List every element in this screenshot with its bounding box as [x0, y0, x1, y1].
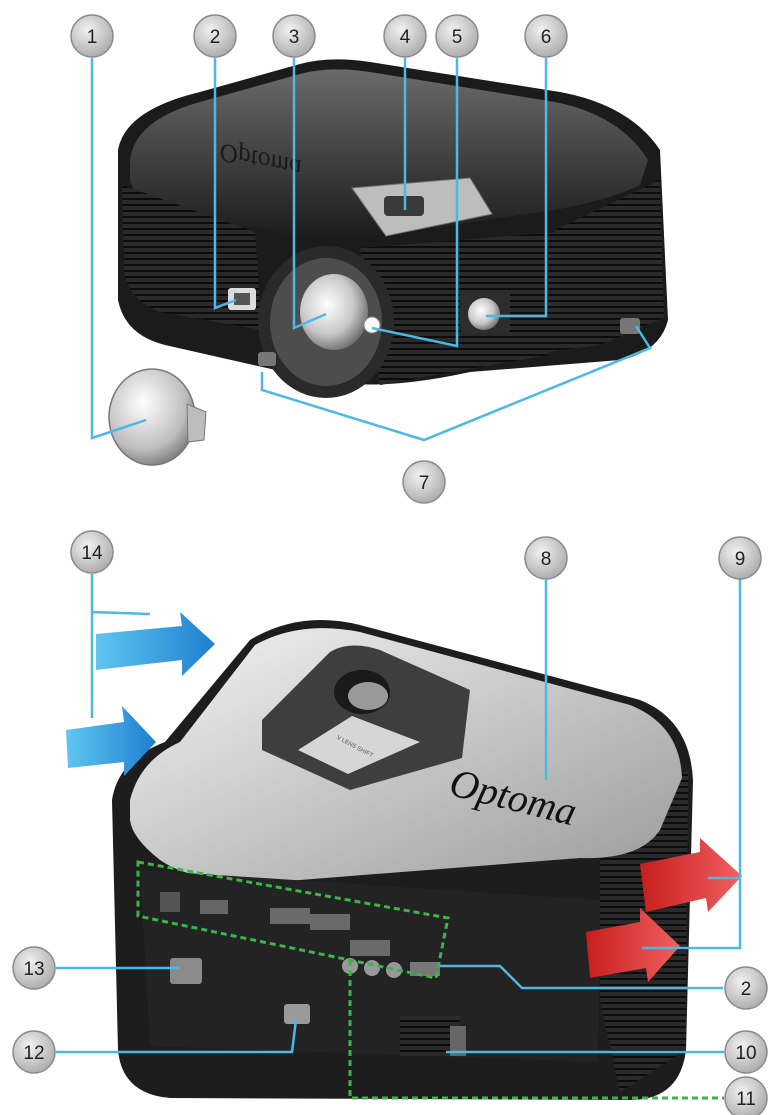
leader-7: [260, 325, 652, 442]
lens-glass: [300, 274, 368, 350]
callout-1: 1: [70, 14, 114, 58]
tilt-foot-right: [620, 318, 640, 334]
intake-arrow-upper: [96, 612, 215, 676]
audio-port: [386, 962, 402, 978]
callout-number: 11: [736, 1089, 756, 1110]
callout-12: 12: [12, 1030, 56, 1074]
left-vent-grille: [122, 185, 262, 330]
right-vent-grille: [548, 180, 664, 352]
callout-number: 6: [541, 27, 552, 48]
callout-5: 5: [435, 14, 479, 58]
leader-1: [90, 58, 147, 440]
callout-circle: [524, 536, 568, 580]
callout-number: 2: [741, 979, 752, 1000]
callout-circle: [435, 14, 479, 58]
io-panel-outline: [136, 860, 450, 980]
vga-port: [310, 914, 350, 930]
callout-number: 12: [23, 1043, 44, 1064]
callout-2: 2: [193, 14, 237, 58]
exhaust-arrow-lower: [586, 908, 680, 982]
vga-port: [270, 908, 310, 924]
leader-2-top: [213, 58, 237, 310]
tilt-foot-left: [258, 352, 276, 366]
projector-rear-view: V LENS SHIFT Optoma: [112, 620, 693, 1100]
zoom-lever: [468, 298, 500, 330]
port-block: [160, 892, 180, 912]
power-socket: [170, 958, 202, 984]
callout-number: 10: [735, 1043, 756, 1064]
callout-number: 13: [23, 959, 44, 980]
hdmi-port: [410, 962, 440, 976]
leader-3: [292, 58, 327, 330]
callout-circle: [402, 460, 446, 504]
intake-arrow-lower: [66, 706, 156, 776]
security-bar: [450, 1026, 466, 1056]
callout-7: 7: [402, 460, 446, 504]
callout-circle: [12, 1030, 56, 1074]
callout-circle: [12, 946, 56, 990]
leader-2-rear: [440, 964, 723, 990]
callout-10: 10: [724, 1030, 768, 1074]
callout-circle: [524, 14, 568, 58]
callout-circle: [70, 14, 114, 58]
callout-number: 9: [735, 549, 746, 570]
lens-cap: [108, 368, 207, 466]
projector-top-cover: [130, 69, 648, 238]
callout-8: 8: [524, 536, 568, 580]
air-exhaust-arrows: [586, 838, 742, 982]
leader-14: [90, 574, 151, 718]
callout-4: 4: [383, 14, 427, 58]
projector-front-view: Optoma: [118, 59, 668, 398]
callout-number: 7: [419, 473, 430, 494]
vga-port: [350, 940, 390, 956]
callout-9: 9: [718, 536, 762, 580]
callout-circle: [718, 536, 762, 580]
callout-circle: [272, 14, 316, 58]
callout-6: 6: [524, 14, 568, 58]
callout-number: 5: [452, 27, 463, 48]
callout-circle: [193, 14, 237, 58]
callout-11: 11: [724, 1076, 768, 1115]
exhaust-arrow-upper: [640, 838, 742, 912]
callout-number: 3: [289, 27, 300, 48]
callout-14: 14: [70, 530, 114, 574]
callout-number: 8: [541, 549, 552, 570]
leader-12: [56, 1019, 298, 1054]
leader-11: [348, 960, 724, 1100]
callout-2b: 2: [724, 966, 768, 1010]
callout-13: 13: [12, 946, 56, 990]
leader-9: [642, 578, 742, 950]
callout-number: 2: [210, 27, 221, 48]
callout-circle: [724, 1030, 768, 1074]
leader-lines: [56, 58, 742, 1054]
air-intake-arrows: [66, 612, 215, 776]
callout-circle: [724, 966, 768, 1010]
audio-port: [364, 960, 380, 976]
leader-6: [486, 58, 548, 318]
focus-ring: [363, 316, 381, 334]
callout-3: 3: [272, 14, 316, 58]
callout-circle: [383, 14, 427, 58]
ir-receiver-rear: [284, 1004, 310, 1024]
callout-circle: [70, 530, 114, 574]
port-block: [200, 900, 228, 914]
callout-circle: [724, 1076, 768, 1115]
callout-number: 1: [87, 27, 98, 48]
callout-number: 14: [81, 543, 103, 564]
callout-number: 4: [400, 27, 411, 48]
leader-5: [371, 58, 459, 348]
